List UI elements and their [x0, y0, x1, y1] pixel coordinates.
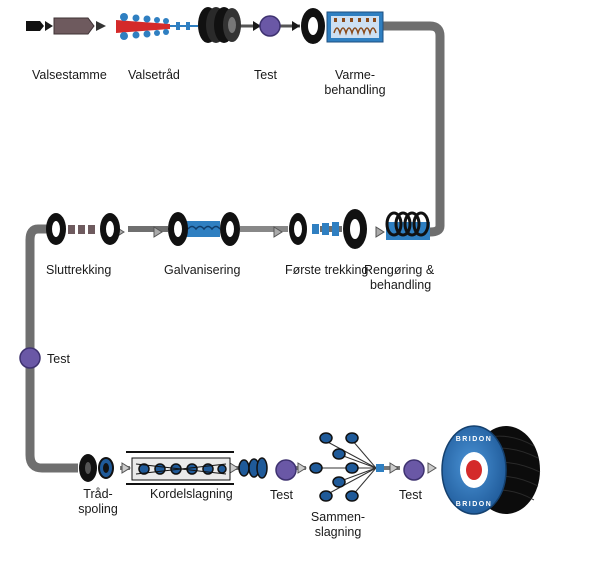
label-tradspoling-line2: spoling [78, 502, 118, 516]
galvanisering-icon [168, 212, 240, 246]
label-rengoring-line2: behandling [370, 278, 432, 292]
label-kordelslagning: Kordelslagning [150, 487, 233, 501]
label-sluttrekking: Sluttrekking [46, 263, 112, 277]
rengoring-icon [385, 211, 430, 240]
arrow-icon [121, 462, 131, 474]
brand-logo-text-top: BRIDON [456, 436, 493, 443]
varmebehandling-icon [301, 8, 384, 44]
label-rengoring: Rengøring & behandling [364, 263, 434, 293]
sammenslagning-icon [309, 432, 384, 502]
label-sammenslagning-line1: Sammen- [310, 510, 366, 524]
label-valsestamme: Valsestamme [32, 68, 107, 82]
arrow-icon [297, 462, 307, 474]
arrow-icon [45, 21, 53, 31]
valsestamme-icon [26, 17, 95, 35]
arrow-icon [292, 21, 300, 31]
arrow-icon [389, 462, 399, 474]
label-test-2: Test [47, 352, 70, 366]
final-reel-icon: BRIDON BRIDON [441, 425, 541, 515]
arrow-icon [273, 226, 283, 238]
label-test-1: Test [254, 68, 277, 82]
test-node [19, 347, 41, 369]
label-sammenslagning: Sammen- slagning [306, 510, 370, 540]
sluttrekking-icon [46, 213, 120, 245]
label-sammenslagning-line2: slagning [314, 525, 362, 539]
test-node [403, 459, 425, 481]
test-node [259, 15, 281, 37]
valsetrad-icon [116, 13, 198, 40]
label-varmebehandling: Varme- behandling [318, 68, 392, 98]
label-rengoring-line1: Rengøring & [364, 263, 435, 277]
coil-icon [198, 7, 241, 43]
arrow-icon [253, 21, 261, 31]
label-galvanisering: Galvanisering [164, 263, 241, 277]
arrow-icon [375, 226, 385, 238]
tradspoling-icon [79, 454, 114, 482]
label-varmebehandling-line2: behandling [324, 83, 386, 97]
label-tradspoling: Tråd- spoling [70, 487, 126, 517]
arrow-icon [96, 21, 106, 31]
label-varmebehandling-line1: Varme- [334, 68, 376, 82]
arrow-icon [153, 226, 163, 238]
label-test-4: Test [399, 488, 422, 502]
label-tradspoling-line1: Tråd- [83, 487, 113, 501]
arrow-icon [427, 462, 437, 474]
arrow-icon [229, 462, 239, 474]
forste-trekking-icon [289, 209, 367, 249]
kordelslagning-icon [126, 451, 268, 485]
label-forste-trekking: Første trekking [285, 263, 369, 277]
label-test-3: Test [270, 488, 293, 502]
label-valsetrad: Valsetråd [128, 68, 180, 82]
test-node [275, 459, 297, 481]
brand-logo-text-bottom: BRIDON [456, 501, 493, 508]
